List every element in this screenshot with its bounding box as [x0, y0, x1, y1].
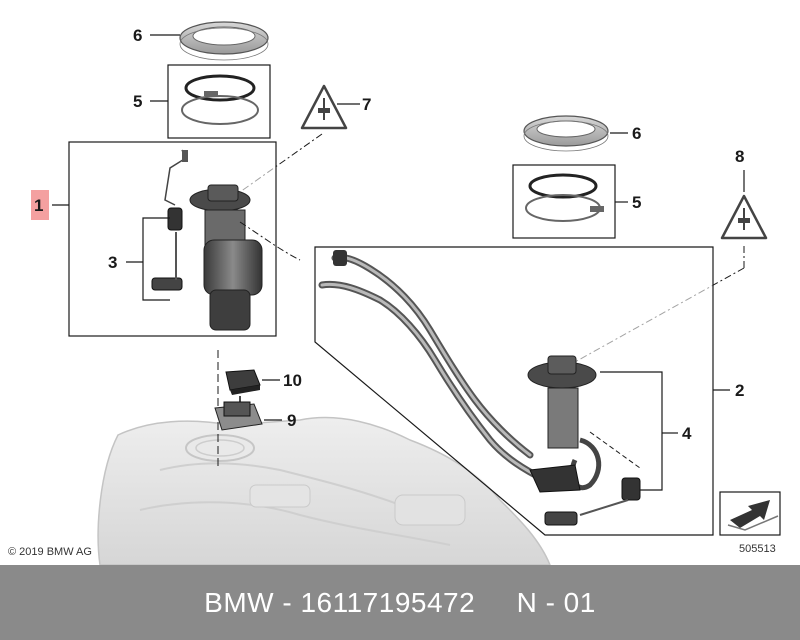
part-number-text: BMW - 16117195472 N - 01	[204, 586, 596, 618]
fuel-pump-module-right	[318, 250, 641, 526]
cover-part-10	[225, 369, 261, 395]
callout-3: 3	[108, 253, 117, 272]
orientation-arrow-icon	[719, 491, 781, 536]
callout-5-right: 5	[632, 193, 641, 212]
callout-4: 4	[682, 424, 692, 443]
callout-1-highlight	[31, 190, 49, 220]
warning-label-icon-right	[720, 194, 768, 240]
callout-7: 7	[362, 95, 371, 114]
callout-6-left: 6	[133, 26, 142, 45]
parts-diagram: 6 5 7 1 3	[8, 21, 781, 565]
bracket-3	[142, 217, 170, 301]
callout-5-left: 5	[133, 92, 142, 111]
callout-9: 9	[287, 411, 296, 430]
fuel-pump-module-left	[151, 149, 301, 331]
bracket-part-9	[214, 396, 263, 431]
callout-1: 1	[34, 196, 43, 215]
lock-ring-right	[523, 115, 609, 152]
fuel-tank	[97, 416, 551, 565]
lock-ring-left	[179, 21, 269, 61]
gasket-box-left	[167, 64, 271, 139]
gasket-box-right	[512, 164, 616, 239]
bracket-4	[600, 371, 663, 491]
copyright-text: © 2019 BMW AG	[8, 546, 92, 558]
callout-6-right: 6	[632, 124, 641, 143]
module-box-right	[314, 246, 714, 536]
warning-label-icon	[300, 84, 348, 130]
part-number-footer: BMW - 16117195472 N - 01	[0, 565, 800, 640]
callout-2: 2	[735, 381, 744, 400]
callout-8: 8	[735, 147, 744, 166]
dash-7	[239, 133, 323, 193]
image-number: 505513	[739, 543, 776, 555]
callout-10: 10	[283, 371, 302, 390]
